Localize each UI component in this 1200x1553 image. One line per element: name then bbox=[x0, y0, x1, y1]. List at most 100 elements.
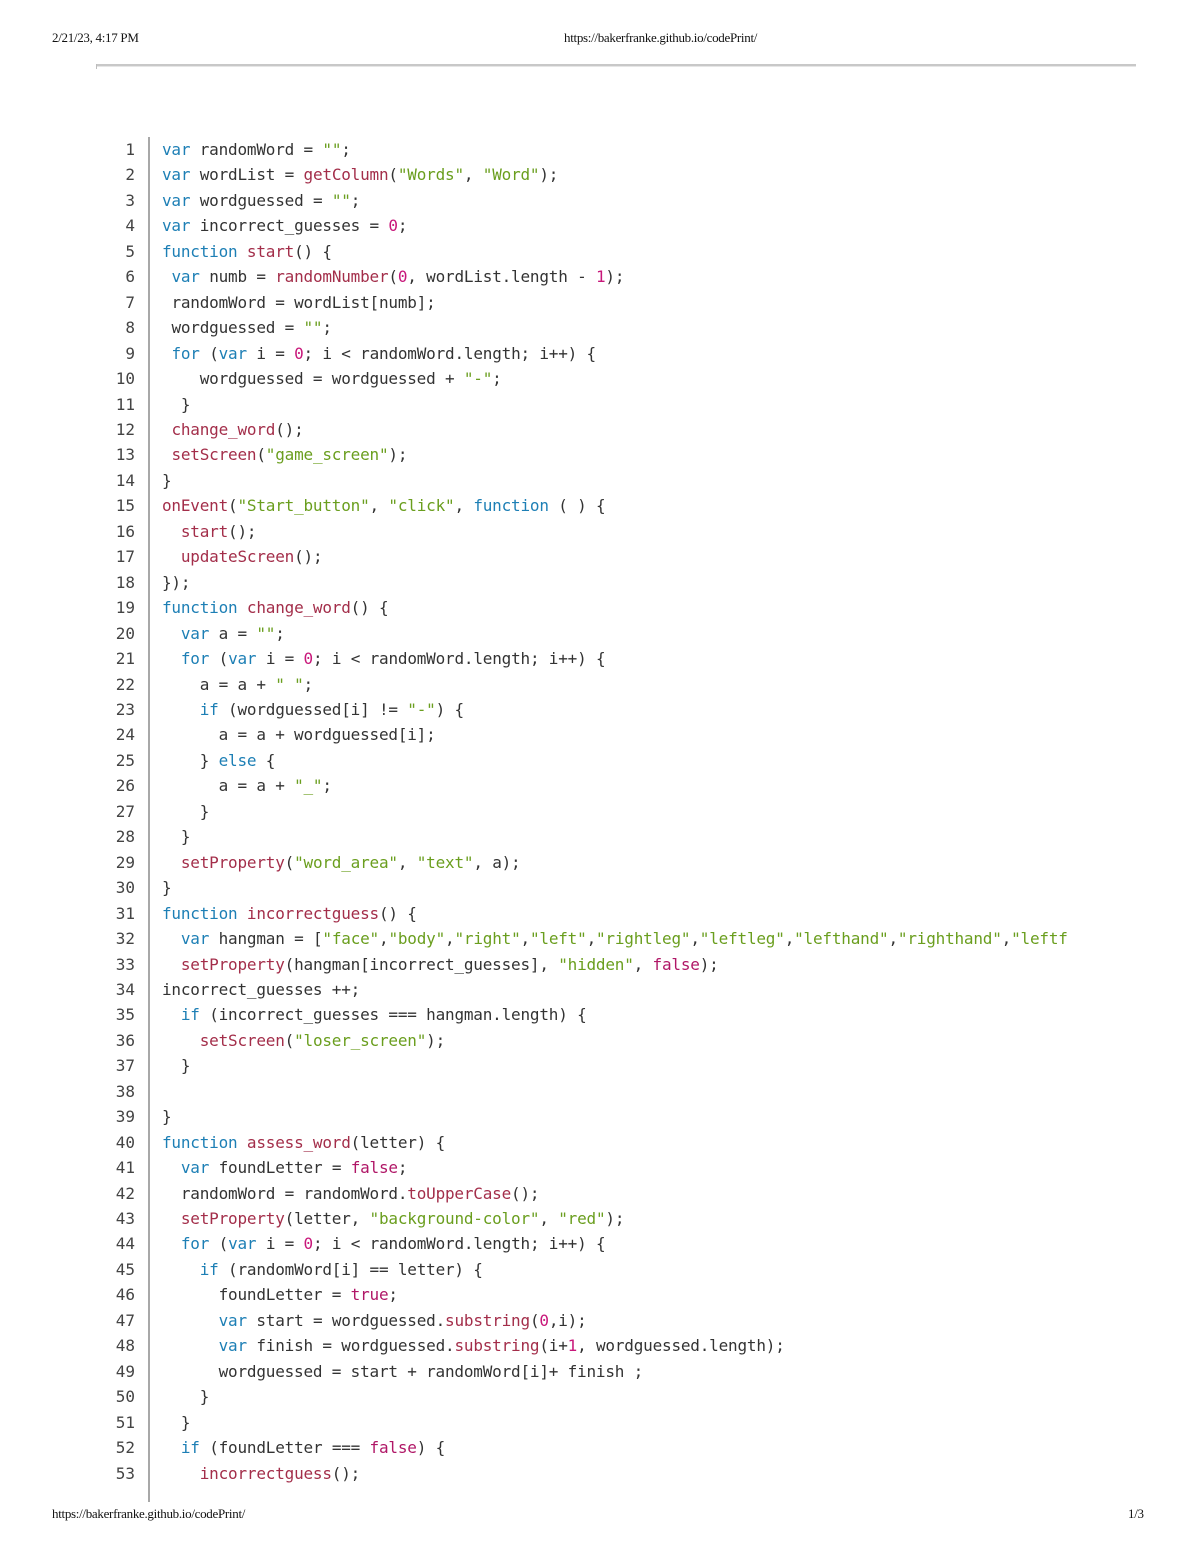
code-text: a = a + " "; bbox=[162, 672, 1137, 697]
token-plain: , bbox=[690, 929, 700, 949]
token-plain: ); bbox=[539, 165, 559, 185]
line-number: 46 bbox=[115, 1285, 135, 1305]
token-plain: hangman = [ bbox=[218, 929, 323, 949]
line-number: 3 bbox=[125, 190, 135, 210]
token-kw: var bbox=[180, 929, 210, 949]
token-plain: () { bbox=[350, 598, 389, 618]
line-number: 30 bbox=[115, 878, 135, 898]
code-text: var randomWord = ""; bbox=[162, 137, 1137, 162]
token-plain: ; bbox=[303, 674, 314, 694]
line-number: 23 bbox=[115, 699, 135, 719]
token-kw: var bbox=[228, 1234, 257, 1254]
code-line: 43 setProperty(letter, "background-color… bbox=[0, 1206, 1140, 1231]
token-bool: false bbox=[350, 1158, 398, 1178]
token-plain: ( bbox=[284, 1030, 295, 1050]
token-plain: ( bbox=[388, 165, 398, 185]
token-plain bbox=[162, 1260, 200, 1279]
token-str: "leftf bbox=[1011, 929, 1068, 949]
line-number: 17 bbox=[115, 547, 135, 567]
token-plain: ; i < randomWord.length; i++) { bbox=[303, 343, 597, 363]
token-plain: } bbox=[162, 1387, 210, 1407]
code-text: change_word(); bbox=[162, 417, 1137, 442]
code-text: if (incorrect_guesses === hangman.length… bbox=[162, 1002, 1137, 1027]
token-plain: ; bbox=[341, 140, 351, 159]
token-plain: incorrect_guesses = bbox=[199, 216, 389, 236]
token-kw: function bbox=[162, 903, 238, 923]
token-plain bbox=[162, 1336, 219, 1355]
line-number-gutter-divider bbox=[148, 137, 150, 1502]
token-plain: , bbox=[454, 496, 474, 516]
token-plain bbox=[162, 700, 200, 719]
line-number: 33 bbox=[115, 954, 135, 974]
code-line: 16 start(); bbox=[0, 519, 1140, 544]
token-str: "right" bbox=[454, 929, 521, 949]
code-text: var wordguessed = ""; bbox=[162, 188, 1137, 213]
token-plain bbox=[162, 853, 181, 872]
line-number: 42 bbox=[115, 1183, 135, 1203]
code-text: if (wordguessed[i] != "-") { bbox=[162, 697, 1137, 722]
code-text: incorrect_guesses ++; bbox=[162, 977, 1137, 1002]
token-plain: ); bbox=[605, 1209, 625, 1229]
token-plain: , bbox=[586, 929, 597, 949]
token-plain bbox=[162, 1464, 200, 1483]
token-num: 0 bbox=[294, 343, 304, 363]
token-plain bbox=[162, 547, 181, 566]
token-kw: var bbox=[162, 216, 191, 236]
line-number: 29 bbox=[115, 852, 135, 872]
token-kw: function bbox=[473, 496, 549, 516]
line-number: 51 bbox=[115, 1412, 135, 1432]
token-str: "-" bbox=[407, 699, 436, 719]
token-plain: incorrect_guesses ++; bbox=[162, 979, 361, 999]
token-num: 0 bbox=[388, 216, 398, 236]
line-number: 6 bbox=[125, 267, 135, 287]
code-text: for (var i = 0; i < randomWord.length; i… bbox=[162, 1231, 1137, 1256]
token-str: "righthand" bbox=[897, 929, 1002, 949]
code-line: 8 wordguessed = ""; bbox=[0, 315, 1140, 340]
token-plain: } bbox=[162, 1412, 191, 1432]
token-fn: setScreen bbox=[199, 1030, 285, 1050]
token-fn: randomNumber bbox=[275, 267, 389, 287]
code-line: 34 incorrect_guesses ++; bbox=[0, 977, 1140, 1002]
token-plain: (); bbox=[275, 419, 304, 439]
token-plain: } bbox=[162, 827, 191, 847]
token-plain: (wordguessed[i] != bbox=[228, 699, 408, 719]
token-kw: var bbox=[162, 190, 191, 210]
code-line: 47 var start = wordguessed.substring(0,i… bbox=[0, 1308, 1140, 1333]
code-text: start(); bbox=[162, 519, 1137, 544]
code-line: 23 if (wordguessed[i] != "-") { bbox=[0, 697, 1140, 722]
line-number: 34 bbox=[115, 979, 135, 999]
token-str: "leftleg" bbox=[699, 929, 785, 949]
line-number: 21 bbox=[115, 649, 135, 669]
token-kw: var bbox=[228, 649, 257, 669]
token-str: "word_area" bbox=[294, 852, 398, 872]
token-plain: start = wordguessed. bbox=[256, 1310, 446, 1330]
token-plain: , bbox=[445, 929, 455, 949]
token-plain: ); bbox=[605, 267, 625, 287]
code-line: 51 } bbox=[0, 1410, 1140, 1435]
code-text: var hangman = ["face","body","right","le… bbox=[162, 926, 1137, 951]
token-kw: var bbox=[218, 343, 248, 363]
line-number: 1 bbox=[125, 140, 135, 159]
page-number: 1/3 bbox=[1128, 1506, 1144, 1521]
line-number: 20 bbox=[115, 623, 135, 643]
token-plain: ,i); bbox=[548, 1310, 587, 1330]
token-plain: ); bbox=[699, 954, 719, 974]
token-plain: , wordList.length - bbox=[407, 267, 596, 287]
code-text: } bbox=[162, 1410, 1137, 1435]
token-plain bbox=[162, 1438, 181, 1457]
token-num: 0 bbox=[397, 267, 408, 287]
token-plain: (); bbox=[294, 547, 323, 567]
code-line: 9 for (var i = 0; i < randomWord.length;… bbox=[0, 341, 1140, 366]
token-bool: true bbox=[350, 1285, 389, 1305]
token-kw: function bbox=[162, 1132, 238, 1152]
code-text: } bbox=[162, 468, 1137, 493]
line-number: 13 bbox=[115, 445, 135, 465]
code-line: 26 a = a + "_"; bbox=[0, 773, 1140, 798]
token-plain: randomWord = randomWord. bbox=[162, 1183, 408, 1203]
token-plain: (letter) { bbox=[350, 1132, 446, 1152]
token-plain: , bbox=[397, 852, 417, 872]
token-str: "face" bbox=[322, 929, 379, 949]
